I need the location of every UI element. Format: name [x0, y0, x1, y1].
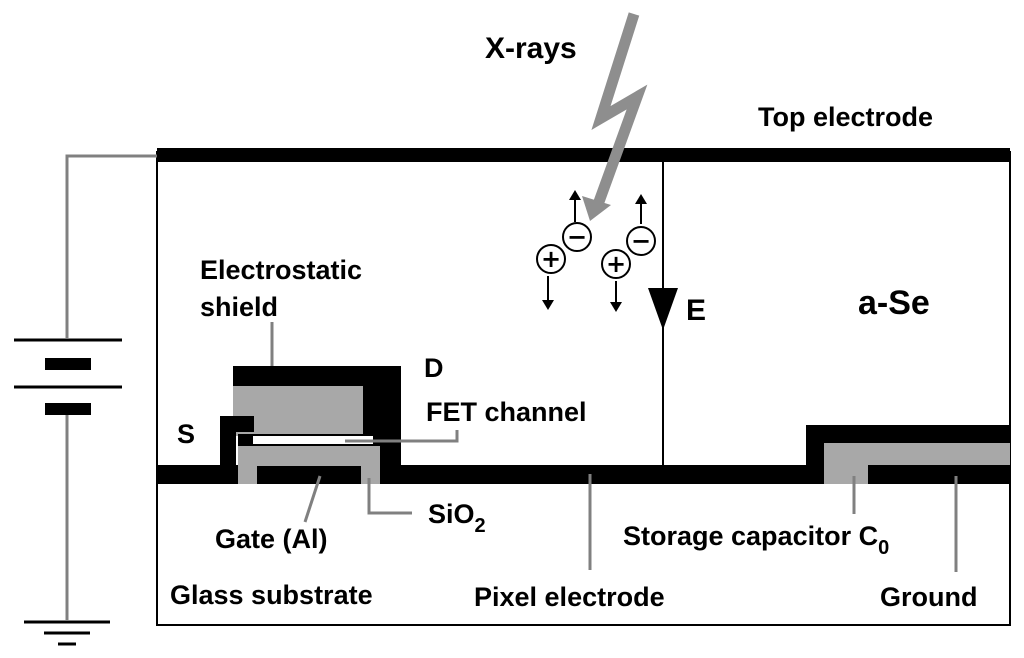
positive-charge-symbol: +	[541, 245, 561, 273]
gate-leader	[303, 475, 322, 523]
charge-pairs: − + − +	[536, 190, 656, 312]
storage-capacitor	[806, 425, 1010, 484]
xrays-label: X-rays	[485, 32, 577, 65]
storage-capacitor-subscript: 0	[878, 537, 889, 559]
field-arrow	[648, 288, 678, 330]
gate-electrode	[257, 466, 361, 484]
positive-charge-symbol: +	[606, 250, 626, 278]
battery-circuit	[65, 154, 157, 620]
storage-capacitor-label: Storage capacitor C0	[623, 521, 889, 559]
sio2-subscript: 2	[475, 515, 486, 537]
charge-pair-1: − +	[536, 190, 592, 310]
field-label: E	[686, 294, 706, 327]
sio2-label: SiO2	[428, 499, 486, 537]
fet-channel-leader	[345, 430, 459, 443]
leader-lines	[270, 322, 958, 572]
electrostatic-shield-label-line2: shield	[200, 292, 278, 322]
negative-charge-symbol: −	[631, 227, 651, 255]
sio2-text: SiO	[428, 499, 475, 529]
ground-label: Ground	[880, 582, 977, 612]
negative-charge-symbol: −	[567, 223, 587, 251]
sio2-leader	[367, 478, 412, 515]
positive-charge	[601, 249, 631, 279]
positive-charge	[536, 244, 566, 274]
wire-top	[65, 154, 157, 338]
charge-pair-2: − +	[601, 194, 656, 312]
glass-substrate-label: Glass substrate	[170, 580, 373, 610]
ground-symbol	[24, 620, 110, 646]
tft-structure	[220, 366, 401, 484]
a-se-label: a-Se	[858, 284, 930, 322]
negative-charge	[626, 226, 656, 256]
fet-channel-label: FET channel	[426, 397, 587, 427]
negative-charge	[562, 222, 592, 252]
battery-symbol	[14, 338, 122, 415]
top-electrode-label: Top electrode	[758, 102, 933, 132]
pixel-electrode-label: Pixel electrode	[474, 582, 665, 612]
source-label: S	[177, 419, 195, 449]
xray-bolt-head	[582, 196, 611, 221]
gate-label: Gate (Al)	[215, 524, 328, 554]
xray-bolt	[590, 12, 648, 212]
drain-label: D	[424, 353, 444, 383]
storage-capacitor-text: Storage capacitor C	[623, 521, 878, 551]
top-electrode-bar	[157, 148, 1010, 162]
electrostatic-shield-label-line1: Electrostatic	[200, 255, 362, 285]
electrostatic-shield	[233, 366, 401, 386]
